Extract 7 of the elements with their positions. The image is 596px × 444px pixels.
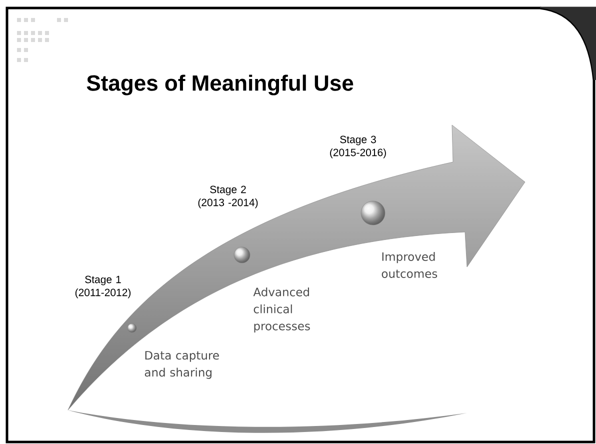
step-label: Advanced clinical processes — [253, 287, 310, 333]
slide-title: Stages of Meaningful Use — [86, 74, 354, 96]
stage-label: Stage 1 (2011-2012) — [75, 276, 131, 298]
stage-label: Stage 2 (2013 -2014) — [198, 186, 258, 208]
stage-label: Stage 3 (2015-2016) — [330, 136, 386, 158]
step-label: Improved outcomes — [382, 252, 438, 278]
step-label: Data capture and sharing — [144, 351, 219, 379]
